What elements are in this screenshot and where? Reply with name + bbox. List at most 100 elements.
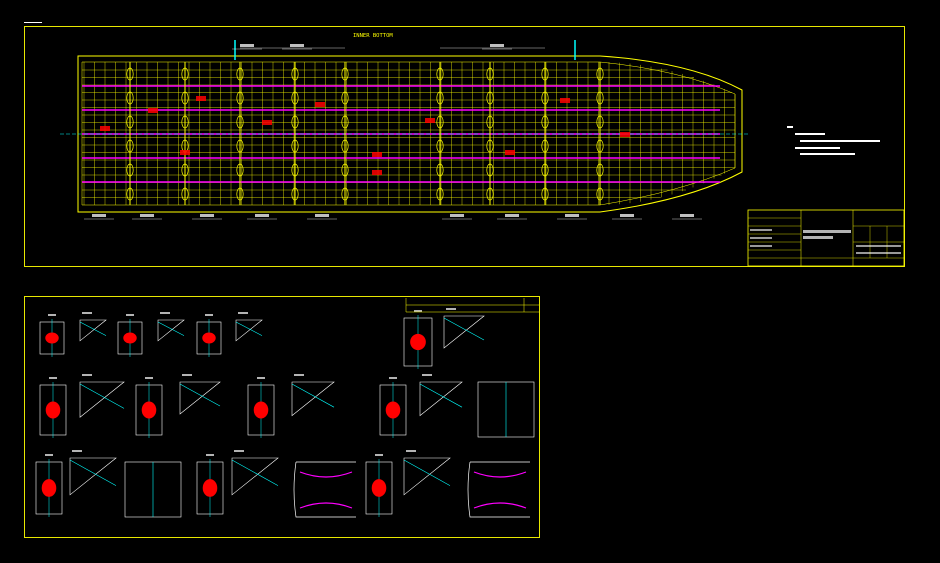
bracket [79,381,125,418]
dimension-label [290,44,304,47]
bracket-stiffener [235,321,263,336]
section-label [206,454,214,456]
bracket-stiffener [403,459,451,486]
section-details [35,308,535,518]
bracket-label [160,312,170,314]
dimension-label [680,214,694,217]
tag [620,132,630,137]
bracket-label [72,450,82,452]
section-label [389,377,397,379]
bracket-stiffener [157,321,185,336]
manhole [126,187,134,201]
bracket [179,381,221,415]
manhole [596,139,604,153]
manhole [541,139,549,153]
manhole [341,115,349,129]
tag [148,108,158,113]
plan-sheet [24,26,905,267]
manhole [126,67,134,81]
manhole [341,187,349,201]
dimension-label [565,214,579,217]
manhole [181,91,189,105]
bracket-label [294,374,304,376]
section-label [49,377,57,379]
bracket-label [82,374,92,376]
manhole [436,139,444,153]
dimension-label [92,214,106,217]
manhole [126,163,134,177]
manhole [486,163,494,177]
bracket-label [82,312,92,314]
manhole [596,91,604,105]
bracket-stiffener [179,383,221,407]
bottom-sheet-title-block [405,298,540,313]
section-label [257,377,265,379]
bracket [157,319,185,342]
dimension-label [450,214,464,217]
section-cutout [385,401,401,419]
bracket-label [406,450,416,452]
manhole [291,187,299,201]
red-tags [100,96,630,175]
bracket-stiffener [69,459,117,486]
tag [262,120,272,125]
bracket-label [182,374,192,376]
manhole [236,67,244,81]
section-label [145,377,153,379]
manhole [486,187,494,201]
manhole [596,115,604,129]
tag [315,102,325,107]
section-label [205,314,213,316]
bilge-girder [299,471,353,509]
tag [560,98,570,103]
manhole-cutouts [126,67,604,201]
section-cutout [45,401,61,419]
dimension-label [255,214,269,217]
manhole [236,115,244,129]
manhole [341,91,349,105]
manhole [341,67,349,81]
title-block [747,209,905,267]
manhole [126,91,134,105]
manhole [236,139,244,153]
dimension-label [140,214,154,217]
manhole [541,91,549,105]
bracket-stiffener [79,321,107,336]
tag [100,126,110,131]
section-cutout [45,332,59,344]
drawing-corner-mark [24,22,42,23]
manhole [291,67,299,81]
tag [505,150,515,155]
drawing-notes [787,126,880,155]
bracket-stiffener [291,383,335,408]
bilge-section [293,461,356,518]
section-cutout [202,332,216,344]
manhole [126,115,134,129]
manhole [596,67,604,81]
manhole [291,91,299,105]
bracket [443,315,485,349]
manhole [126,139,134,153]
bracket-label [422,374,432,376]
girder-lines [60,40,750,205]
manhole [541,115,549,129]
section-cutout [202,479,218,497]
tag [180,150,190,155]
section-cutout [123,332,137,344]
bilge-girder [473,471,527,509]
dimension-marks [84,44,702,220]
manhole [236,163,244,177]
bracket-stiffener [231,459,279,486]
dimension-label [315,214,329,217]
tag [196,96,206,101]
dimension-label [240,44,254,47]
manhole [541,187,549,201]
bracket [69,457,117,496]
bracket [419,381,463,417]
manhole [236,91,244,105]
bracket-label [446,308,456,310]
bracket-stiffener [79,383,125,409]
manhole [486,67,494,81]
manhole [181,115,189,129]
